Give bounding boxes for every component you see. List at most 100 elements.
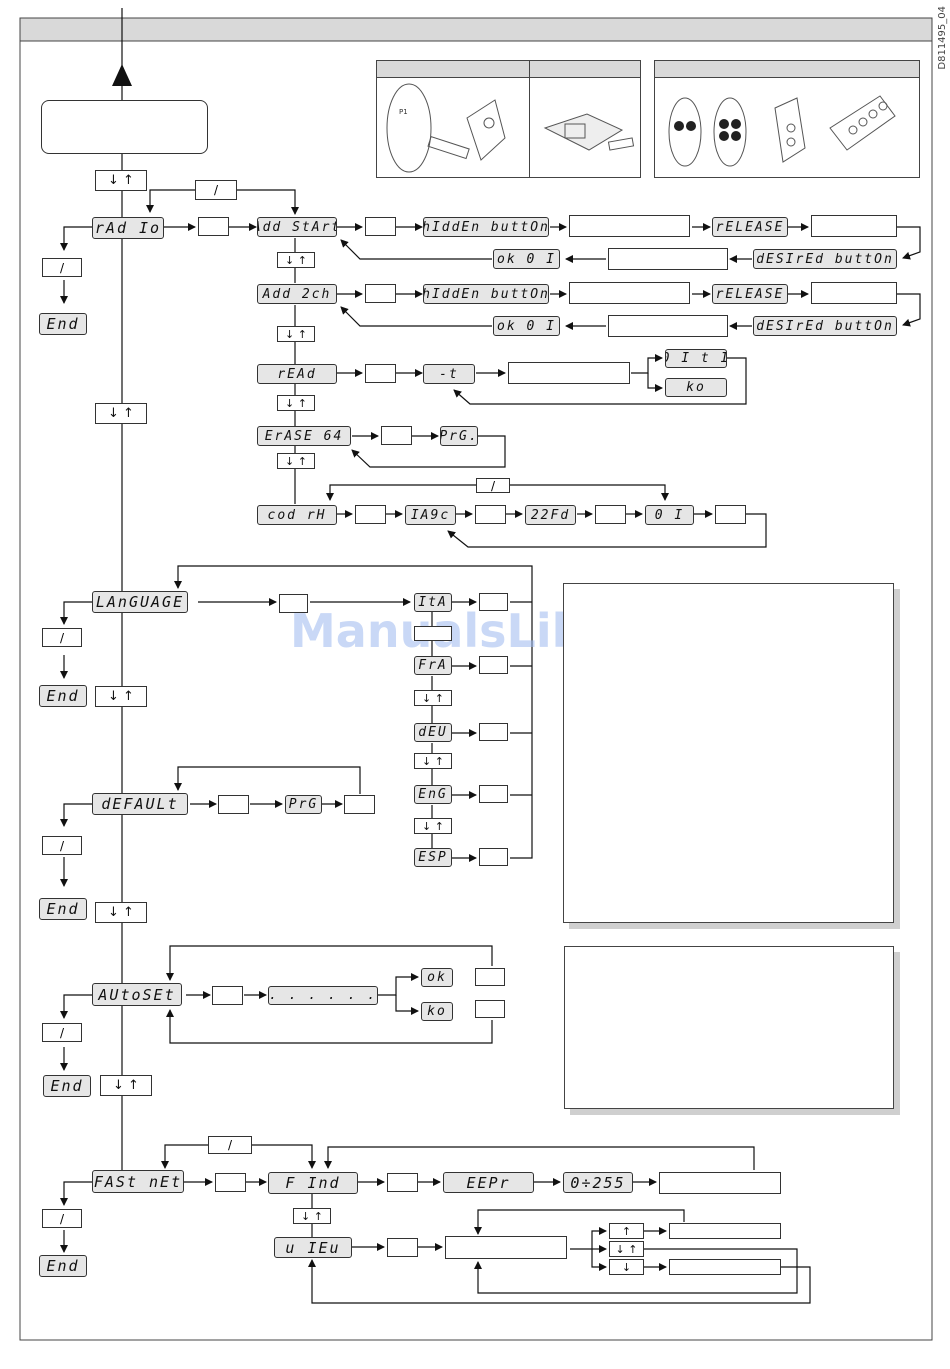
key-box[interactable] bbox=[381, 426, 412, 445]
down-up-symbol: ↓ ↑ bbox=[108, 406, 134, 421]
down-up-symbol: ↓ ↑ bbox=[422, 754, 444, 768]
slash-symbol: / bbox=[213, 183, 219, 197]
read-ok-display: 0 I t I bbox=[665, 349, 727, 368]
language-option-ita[interactable]: ItA bbox=[414, 593, 452, 612]
down-up-symbol: ↓ ↑ bbox=[422, 691, 444, 705]
find-display[interactable]: F Ind bbox=[268, 1172, 358, 1194]
key-box[interactable] bbox=[479, 848, 508, 866]
nav-down-up-radio[interactable]: ↓ ↑ bbox=[95, 170, 147, 191]
remote-screwdriver-illustration: P1 bbox=[386, 83, 635, 173]
range-display: 0÷255 bbox=[563, 1172, 633, 1193]
language-option-esp[interactable]: ESP bbox=[414, 848, 452, 867]
nav-down-up[interactable]: ↓ ↑ bbox=[277, 453, 315, 469]
key-box[interactable] bbox=[215, 1173, 246, 1192]
slash-box[interactable]: / bbox=[195, 180, 237, 200]
key-box[interactable] bbox=[479, 723, 508, 741]
nav-down-up[interactable]: ↓ ↑ bbox=[414, 690, 452, 706]
key-box[interactable] bbox=[479, 593, 508, 611]
blank-box bbox=[445, 1236, 567, 1259]
down-up-symbol: ↓ ↑ bbox=[285, 396, 307, 410]
key-box[interactable] bbox=[218, 795, 249, 814]
nav-down[interactable]: ↓ bbox=[609, 1259, 644, 1275]
erase-display[interactable]: ErASE 64 bbox=[257, 426, 351, 446]
key-box[interactable] bbox=[715, 505, 746, 524]
key-box[interactable] bbox=[387, 1238, 418, 1257]
radio-menu-display[interactable]: rAd Io bbox=[92, 217, 164, 239]
key-box[interactable] bbox=[355, 505, 386, 524]
nav-down-up[interactable]: ↓ ↑ bbox=[609, 1241, 644, 1257]
note-box-autoset bbox=[564, 946, 894, 1109]
hidden-button-display: hIddEn buttOn bbox=[423, 217, 549, 237]
key-box[interactable] bbox=[475, 505, 506, 524]
slash-box[interactable]: / bbox=[42, 1209, 82, 1228]
code-digit-2-display: 22Fd bbox=[525, 505, 576, 525]
nav-down-up[interactable]: ↓ ↑ bbox=[277, 395, 315, 411]
slash-symbol: / bbox=[59, 1211, 65, 1226]
key-box[interactable] bbox=[479, 656, 508, 674]
desired-button-display: dESIrEd buttOn bbox=[753, 316, 897, 336]
key-box[interactable] bbox=[344, 795, 375, 814]
nav-down-up[interactable]: ↓ ↑ bbox=[277, 326, 315, 342]
hidden-button-display: hIddEn buttOn bbox=[423, 284, 549, 304]
slash-symbol: / bbox=[227, 1138, 233, 1152]
blank-box bbox=[508, 362, 630, 384]
default-menu-display[interactable]: dEFAULt bbox=[92, 793, 188, 815]
nav-up[interactable]: ↑ bbox=[609, 1223, 644, 1239]
autoset-menu-display[interactable]: AUtoSEt bbox=[92, 983, 182, 1006]
nav-down-up[interactable]: ↓ ↑ bbox=[277, 252, 315, 268]
view-display[interactable]: u IEu bbox=[274, 1237, 352, 1258]
down-symbol: ↓ bbox=[621, 1260, 632, 1274]
down-up-symbol: ↓ ↑ bbox=[301, 1209, 323, 1223]
end-display: End bbox=[39, 685, 87, 707]
slash-box[interactable]: / bbox=[42, 628, 82, 647]
code-digit-1-display: IA9c bbox=[405, 505, 456, 525]
info-box bbox=[41, 100, 208, 154]
nav-down-up-default[interactable]: ↓ ↑ bbox=[95, 686, 147, 707]
autoset-ok-display: ok bbox=[421, 968, 453, 987]
language-menu-display[interactable]: LAnGUAGE bbox=[92, 591, 188, 613]
key-box[interactable] bbox=[475, 968, 505, 986]
nav-down-up[interactable]: ↓ ↑ bbox=[414, 818, 452, 834]
note-box-language bbox=[563, 583, 894, 923]
read-display[interactable]: rEAd bbox=[257, 364, 337, 384]
slash-box[interactable]: / bbox=[42, 258, 82, 277]
language-option-eng[interactable]: EnG bbox=[414, 785, 452, 804]
key-box[interactable] bbox=[387, 1173, 418, 1192]
key-box[interactable] bbox=[475, 1000, 505, 1018]
end-display: End bbox=[39, 898, 87, 920]
remote-buttons-illustration bbox=[668, 95, 896, 167]
nav-down-up-fastnet[interactable]: ↓ ↑ bbox=[100, 1075, 152, 1096]
key-box[interactable] bbox=[365, 364, 396, 383]
key-box[interactable] bbox=[595, 505, 626, 524]
down-up-symbol: ↓ ↑ bbox=[285, 327, 307, 341]
key-box[interactable] bbox=[365, 284, 396, 303]
key-box[interactable] bbox=[198, 217, 229, 236]
key-box[interactable] bbox=[279, 594, 308, 613]
slash-symbol: / bbox=[59, 838, 65, 853]
key-box[interactable] bbox=[479, 785, 508, 803]
slash-box[interactable]: / bbox=[42, 836, 82, 855]
nav-down-up[interactable]: ↓ ↑ bbox=[293, 1208, 331, 1224]
down-up-symbol: ↓ ↑ bbox=[615, 1242, 638, 1256]
cod-rx-display[interactable]: cod rH bbox=[257, 505, 337, 525]
fastnet-menu-display[interactable]: FASt nEt bbox=[92, 1170, 184, 1193]
read-wait-display: -t bbox=[423, 364, 475, 384]
key-box[interactable] bbox=[365, 217, 396, 236]
end-display: End bbox=[43, 1075, 91, 1097]
nav-down-up-autoset[interactable]: ↓ ↑ bbox=[95, 902, 147, 923]
desired-button-display: dESIrEd buttOn bbox=[753, 249, 897, 269]
panel-header bbox=[655, 61, 919, 78]
nav-down-up-language[interactable]: ↓ ↑ bbox=[95, 403, 147, 424]
slash-box[interactable]: / bbox=[42, 1023, 82, 1042]
nav-down-up[interactable]: ↓ ↑ bbox=[414, 753, 452, 769]
add-start-display[interactable]: Add StArt bbox=[257, 217, 337, 237]
down-up-symbol: ↓ ↑ bbox=[422, 819, 444, 833]
slash-box[interactable]: / bbox=[208, 1136, 252, 1154]
slash-box[interactable]: / bbox=[476, 478, 510, 493]
add-2ch-display[interactable]: Add 2ch bbox=[257, 284, 337, 304]
language-option-deu[interactable]: dEU bbox=[414, 723, 452, 742]
key-box[interactable] bbox=[212, 986, 243, 1005]
autoset-progress-display: . . . . . . bbox=[268, 986, 378, 1005]
language-option-fra[interactable]: FrA bbox=[414, 656, 452, 675]
blank-box bbox=[669, 1259, 781, 1275]
